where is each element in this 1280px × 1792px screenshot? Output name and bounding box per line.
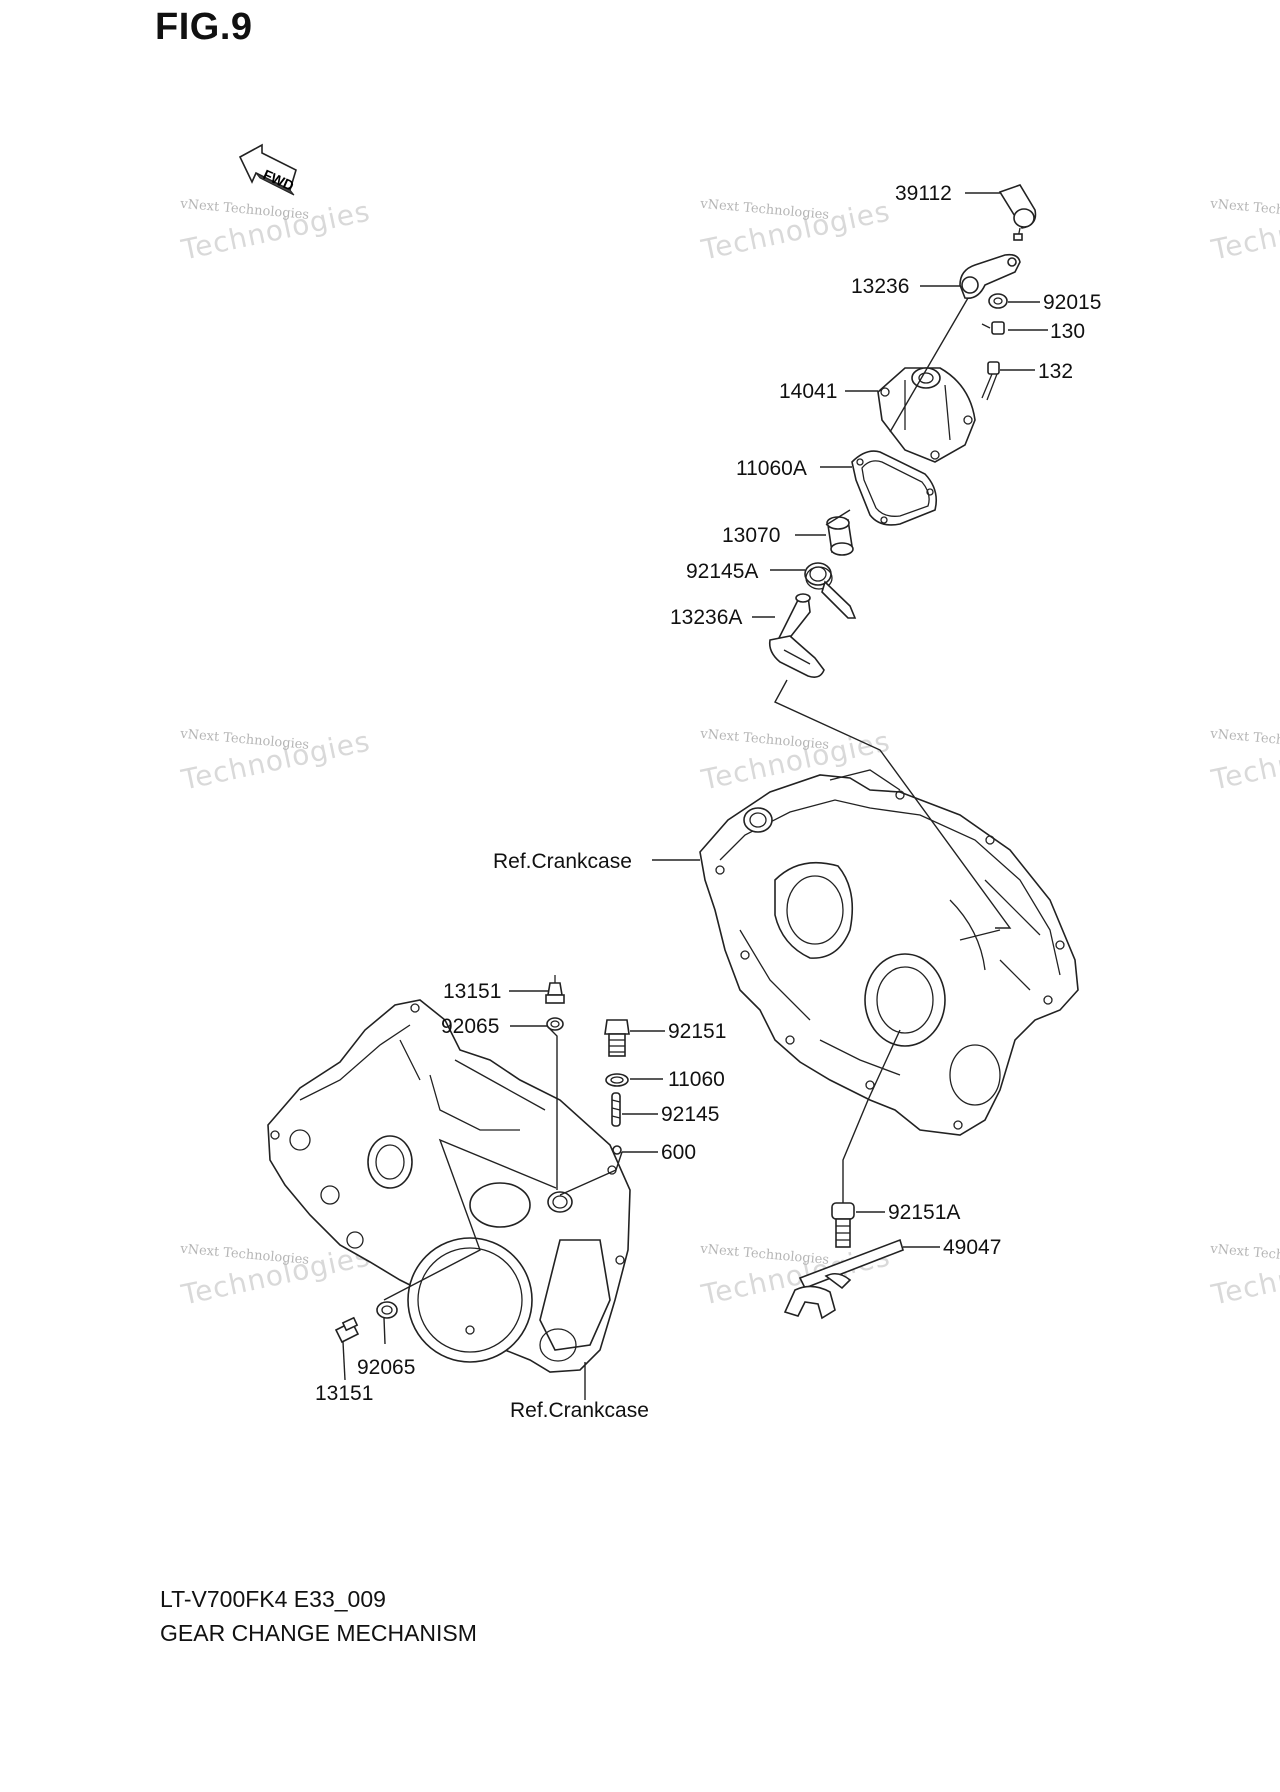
label-92065-top: 92065 (441, 1015, 499, 1038)
label-39112: 39112 (895, 182, 952, 205)
label-11060A: 11060A (736, 457, 807, 480)
label-600: 600 (661, 1141, 696, 1164)
label-92065-bottom: 92065 (357, 1356, 415, 1379)
figure-caption: GEAR CHANGE MECHANISM (160, 1620, 477, 1646)
part-92065-bottom-washer[interactable] (376, 1301, 398, 1319)
label-92015: 92015 (1043, 291, 1101, 314)
part-39112-lever-tip[interactable] (998, 184, 1037, 241)
label-13236A: 13236A (670, 606, 742, 629)
label-13236: 13236 (851, 275, 909, 298)
part-14041-cover[interactable] (877, 367, 976, 463)
part-600-ball[interactable] (612, 1145, 622, 1155)
part-92065-top-washer[interactable] (546, 1017, 564, 1031)
label-92151A: 92151A (888, 1201, 960, 1224)
part-92145A-spring[interactable] (804, 562, 857, 619)
leader-lines (342, 192, 1048, 1400)
part-11060A-gasket[interactable] (851, 450, 938, 526)
part-13070-collar[interactable] (826, 516, 854, 556)
label-ref-crankcase-upper: Ref.Crankcase (493, 850, 632, 873)
model-code: LT-V700FK4 E33_009 (160, 1586, 386, 1612)
part-130-bolt[interactable] (981, 321, 1005, 335)
crankcase-left-half (267, 999, 631, 1373)
part-92151-plug[interactable] (604, 1019, 630, 1057)
label-13070: 13070 (722, 524, 780, 547)
label-130: 130 (1050, 320, 1085, 343)
label-92145A: 92145A (686, 560, 758, 583)
part-labels: 39112 13236 92015 130 132 14041 11060A 1… (315, 182, 1101, 1422)
figure-title: FIG.9 (155, 6, 253, 48)
label-132: 132 (1038, 360, 1073, 383)
label-49047: 49047 (943, 1236, 1001, 1259)
part-13236A-shaft[interactable] (768, 593, 825, 678)
label-ref-crankcase-lower: Ref.Crankcase (510, 1399, 649, 1422)
part-132-bolt[interactable] (981, 361, 1000, 401)
label-11060: 11060 (668, 1068, 725, 1091)
label-92151: 92151 (668, 1020, 726, 1043)
part-92151A-plug[interactable] (831, 1202, 855, 1248)
label-14041: 14041 (779, 380, 837, 403)
part-11060-oring[interactable] (605, 1073, 629, 1087)
part-49047-shift-fork-shaft[interactable] (783, 1238, 904, 1320)
label-13151-top: 13151 (443, 980, 501, 1003)
part-13236-shift-arm[interactable] (959, 253, 1021, 300)
crankcase-right-half (699, 769, 1079, 1136)
part-92145-spring[interactable] (611, 1092, 621, 1127)
label-92145: 92145 (661, 1103, 719, 1126)
fwd-arrow-icon: FWD (238, 143, 297, 196)
part-13151-bottom-sensor[interactable] (334, 1316, 360, 1344)
part-92015-nut[interactable] (988, 293, 1008, 309)
part-13151-top-sensor[interactable] (545, 975, 565, 1004)
label-13151-bottom: 13151 (315, 1382, 373, 1405)
